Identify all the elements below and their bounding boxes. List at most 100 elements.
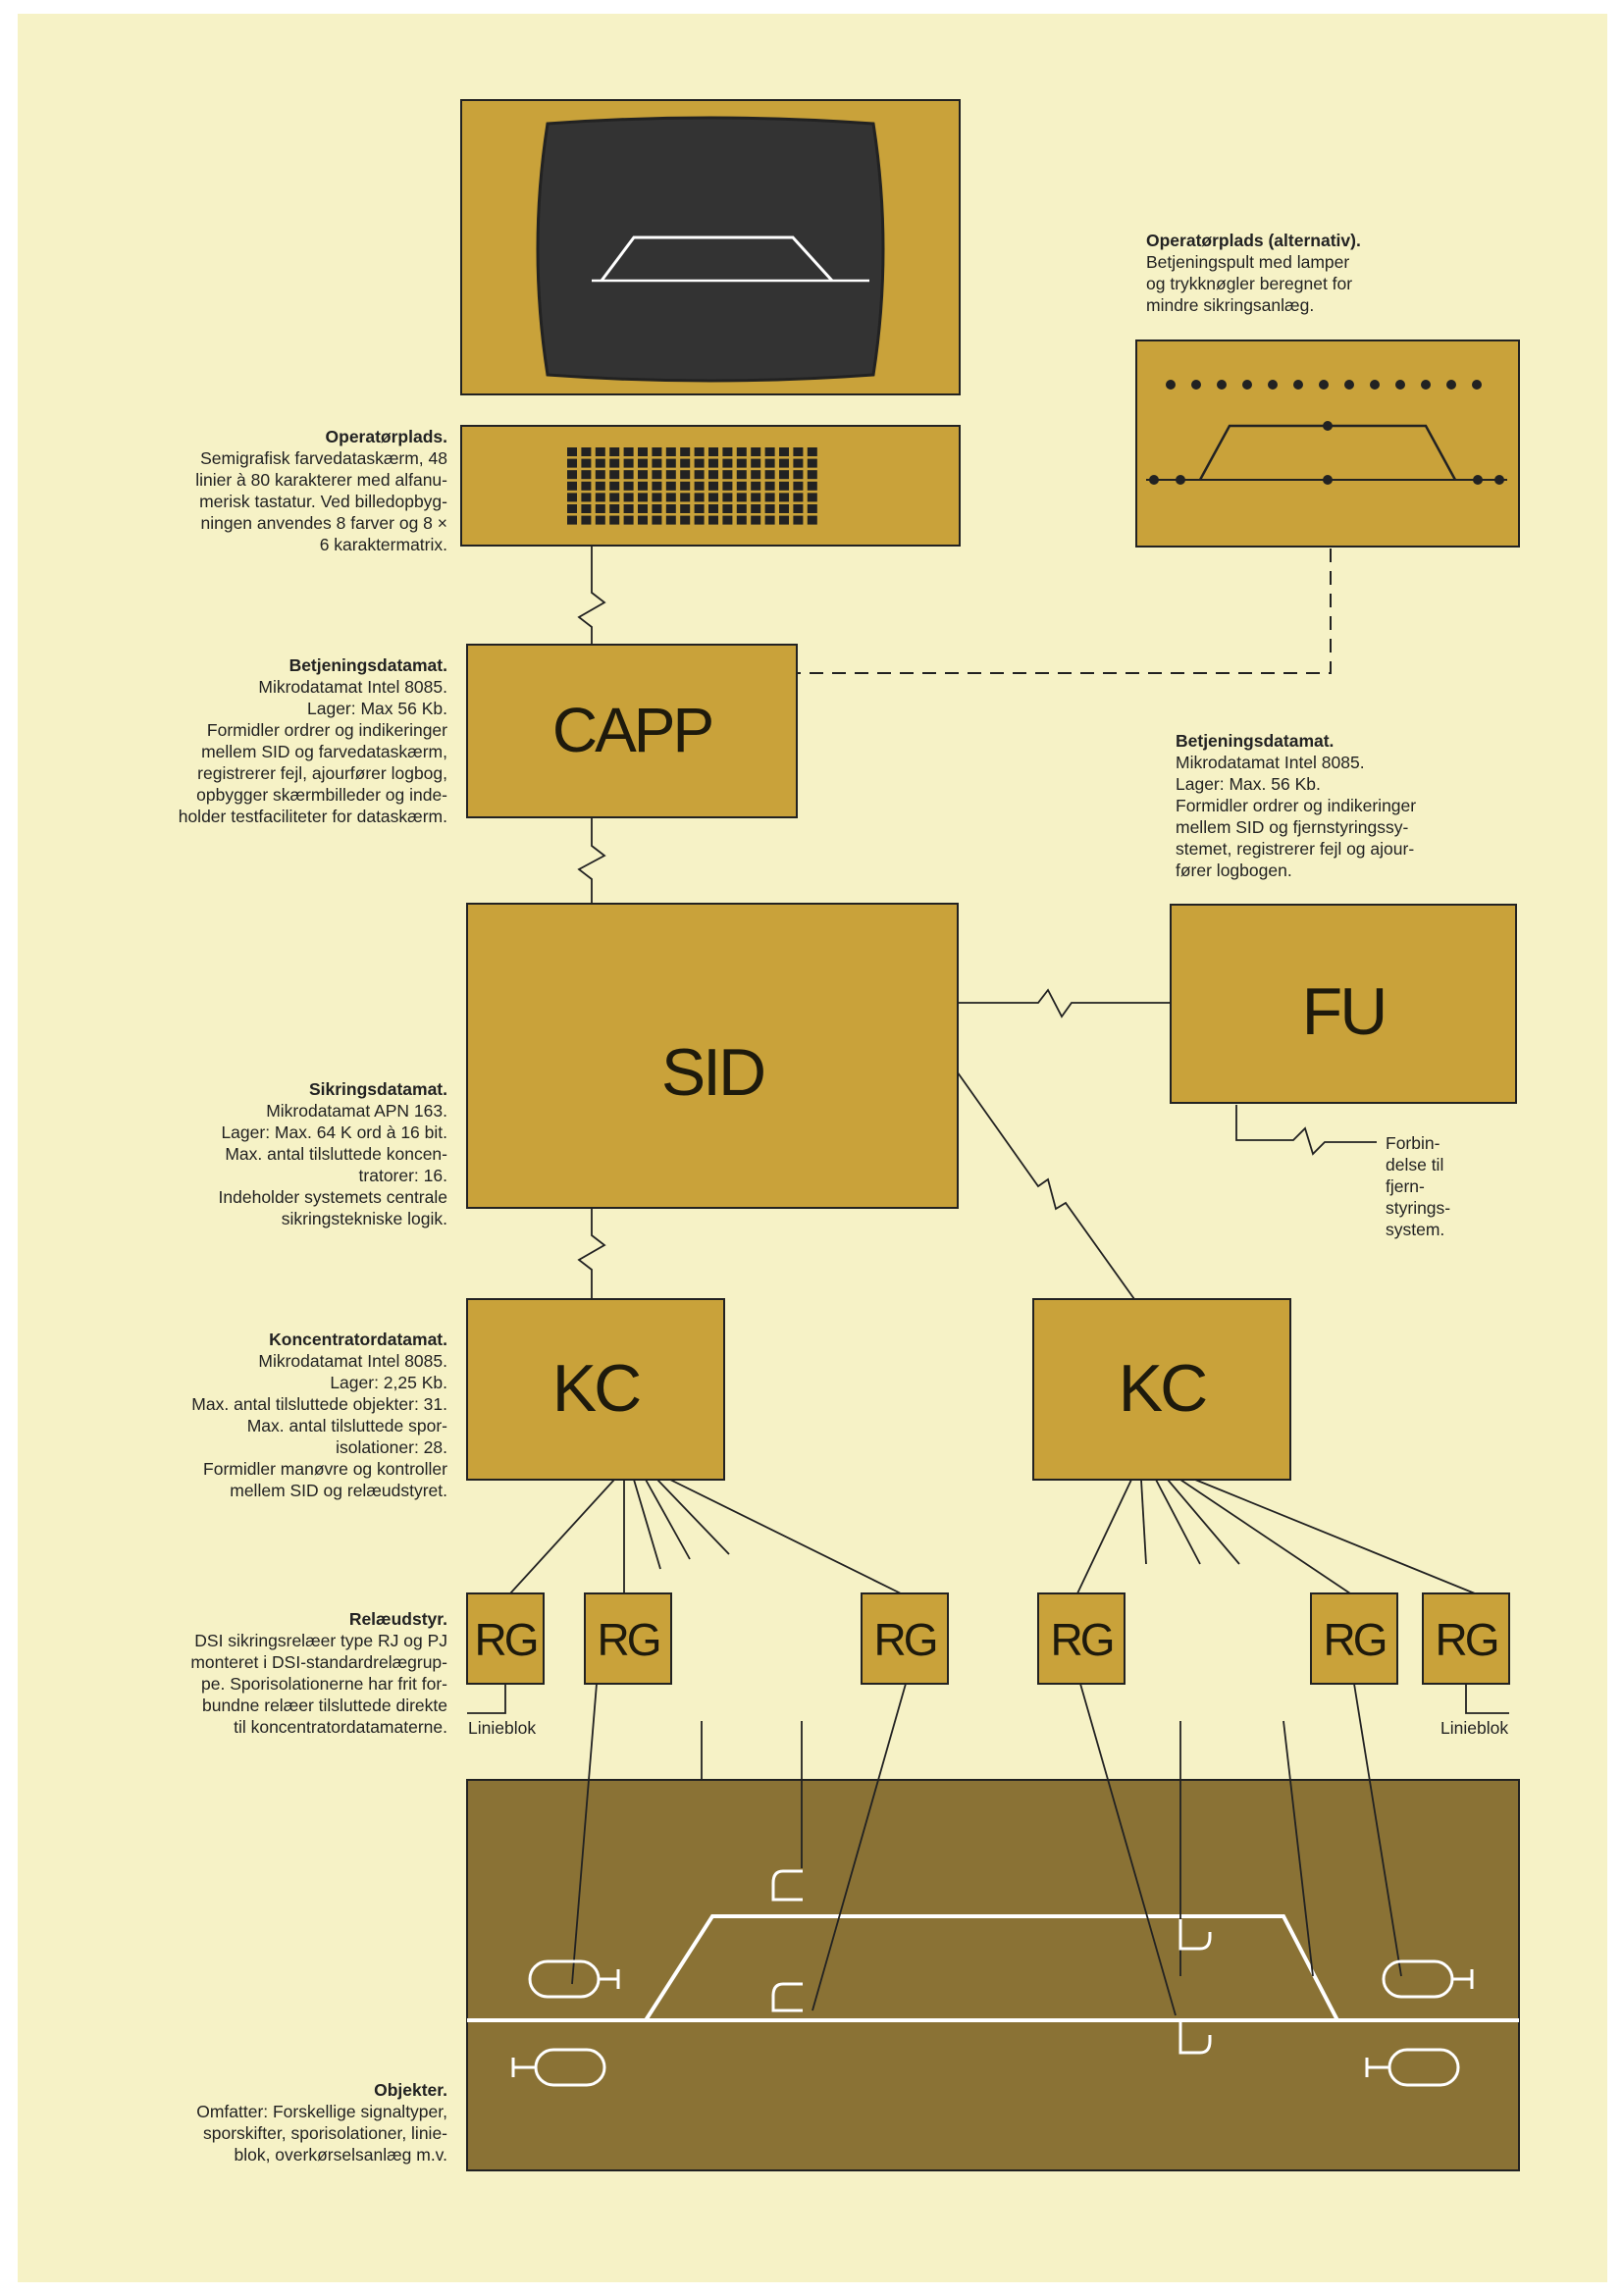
key: [708, 481, 718, 491]
key: [581, 481, 592, 491]
track-panel: [466, 1683, 1520, 2171]
key: [736, 458, 747, 468]
key: [764, 458, 775, 468]
key: [807, 493, 817, 502]
key: [595, 504, 605, 513]
capp-box: [466, 644, 798, 818]
lamp: [1242, 380, 1252, 390]
key: [595, 447, 605, 456]
key: [751, 504, 761, 513]
key: [623, 515, 634, 525]
key: [665, 470, 676, 480]
key: [722, 458, 733, 468]
key: [567, 515, 577, 525]
lamp: [1395, 380, 1405, 390]
rg-box: [1422, 1592, 1510, 1685]
key: [779, 447, 789, 456]
key: [680, 470, 691, 480]
key: [581, 493, 592, 502]
key: [665, 481, 676, 491]
key: [708, 458, 718, 468]
key: [623, 458, 634, 468]
key: [722, 515, 733, 525]
key: [793, 458, 804, 468]
key: [581, 458, 592, 468]
key: [581, 470, 592, 480]
kc-box-left: [466, 1298, 725, 1481]
key: [736, 470, 747, 480]
key: [567, 458, 577, 468]
kc-label-right: KC: [1118, 1351, 1208, 1426]
key: [609, 493, 620, 502]
key: [652, 515, 662, 525]
key: [694, 515, 705, 525]
key: [793, 504, 804, 513]
key: [652, 458, 662, 468]
key: [665, 515, 676, 525]
keyboard: [460, 425, 961, 547]
key: [764, 493, 775, 502]
kc-label-left: KC: [551, 1351, 642, 1426]
rg-label: RG: [474, 1614, 540, 1665]
key: [609, 470, 620, 480]
objects-note: Objekter. Omfatter: Forskellige signalty…: [57, 2079, 447, 2166]
key: [736, 493, 747, 502]
key: [751, 470, 761, 480]
key: [694, 447, 705, 456]
key: [581, 515, 592, 525]
key: [680, 493, 691, 502]
lamp: [1217, 380, 1227, 390]
signal-icon: [528, 1959, 620, 1999]
key: [694, 481, 705, 491]
lamp: [1472, 380, 1482, 390]
key: [807, 447, 817, 456]
key: [595, 470, 605, 480]
sid-note: Sikringsdatamat. Mikrodatamat APN 163. L…: [57, 1078, 447, 1229]
key: [652, 447, 662, 456]
link-sid-fu: [958, 988, 1170, 1018]
lamp: [1421, 380, 1431, 390]
key: [779, 481, 789, 491]
key: [567, 504, 577, 513]
key: [623, 447, 634, 456]
rg-box: [584, 1592, 672, 1685]
key: [638, 493, 648, 502]
key: [751, 493, 761, 502]
kc-note: Koncentratordatamat. Mikrodatamat Intel …: [57, 1329, 447, 1501]
key: [764, 515, 775, 525]
fu-note: Betjeningsdatamat. Mikrodatamat Intel 80…: [1176, 730, 1568, 881]
key: [779, 470, 789, 480]
rg-label: RG: [1050, 1614, 1116, 1665]
key: [764, 504, 775, 513]
key: [764, 481, 775, 491]
key: [638, 447, 648, 456]
kc-fanout-right: [1076, 1479, 1476, 1594]
key: [779, 504, 789, 513]
key: [708, 447, 718, 456]
key: [736, 504, 747, 513]
key: [595, 515, 605, 525]
dashed-connection: [798, 548, 1332, 674]
lamp: [1191, 380, 1201, 390]
key: [595, 493, 605, 502]
linieblok-left: Linieblok: [468, 1718, 537, 1738]
key: [751, 515, 761, 525]
signal-icon: [1382, 1959, 1474, 1999]
key: [638, 458, 648, 468]
key: [793, 515, 804, 525]
switch-marker: [1178, 2022, 1212, 2055]
key: [638, 504, 648, 513]
capp-label: CAPP: [551, 695, 714, 765]
rg-label: RG: [1435, 1614, 1500, 1665]
key: [567, 447, 577, 456]
system-diagram: [460, 99, 1520, 2171]
key: [609, 481, 620, 491]
key: [722, 481, 733, 491]
switch-marker: [771, 1869, 803, 1902]
note-title: Koncentratordatamat.: [269, 1330, 447, 1349]
note-title: Betjeningsdatamat.: [288, 655, 447, 675]
key: [665, 504, 676, 513]
key: [708, 470, 718, 480]
key: [722, 493, 733, 502]
key: [567, 481, 577, 491]
